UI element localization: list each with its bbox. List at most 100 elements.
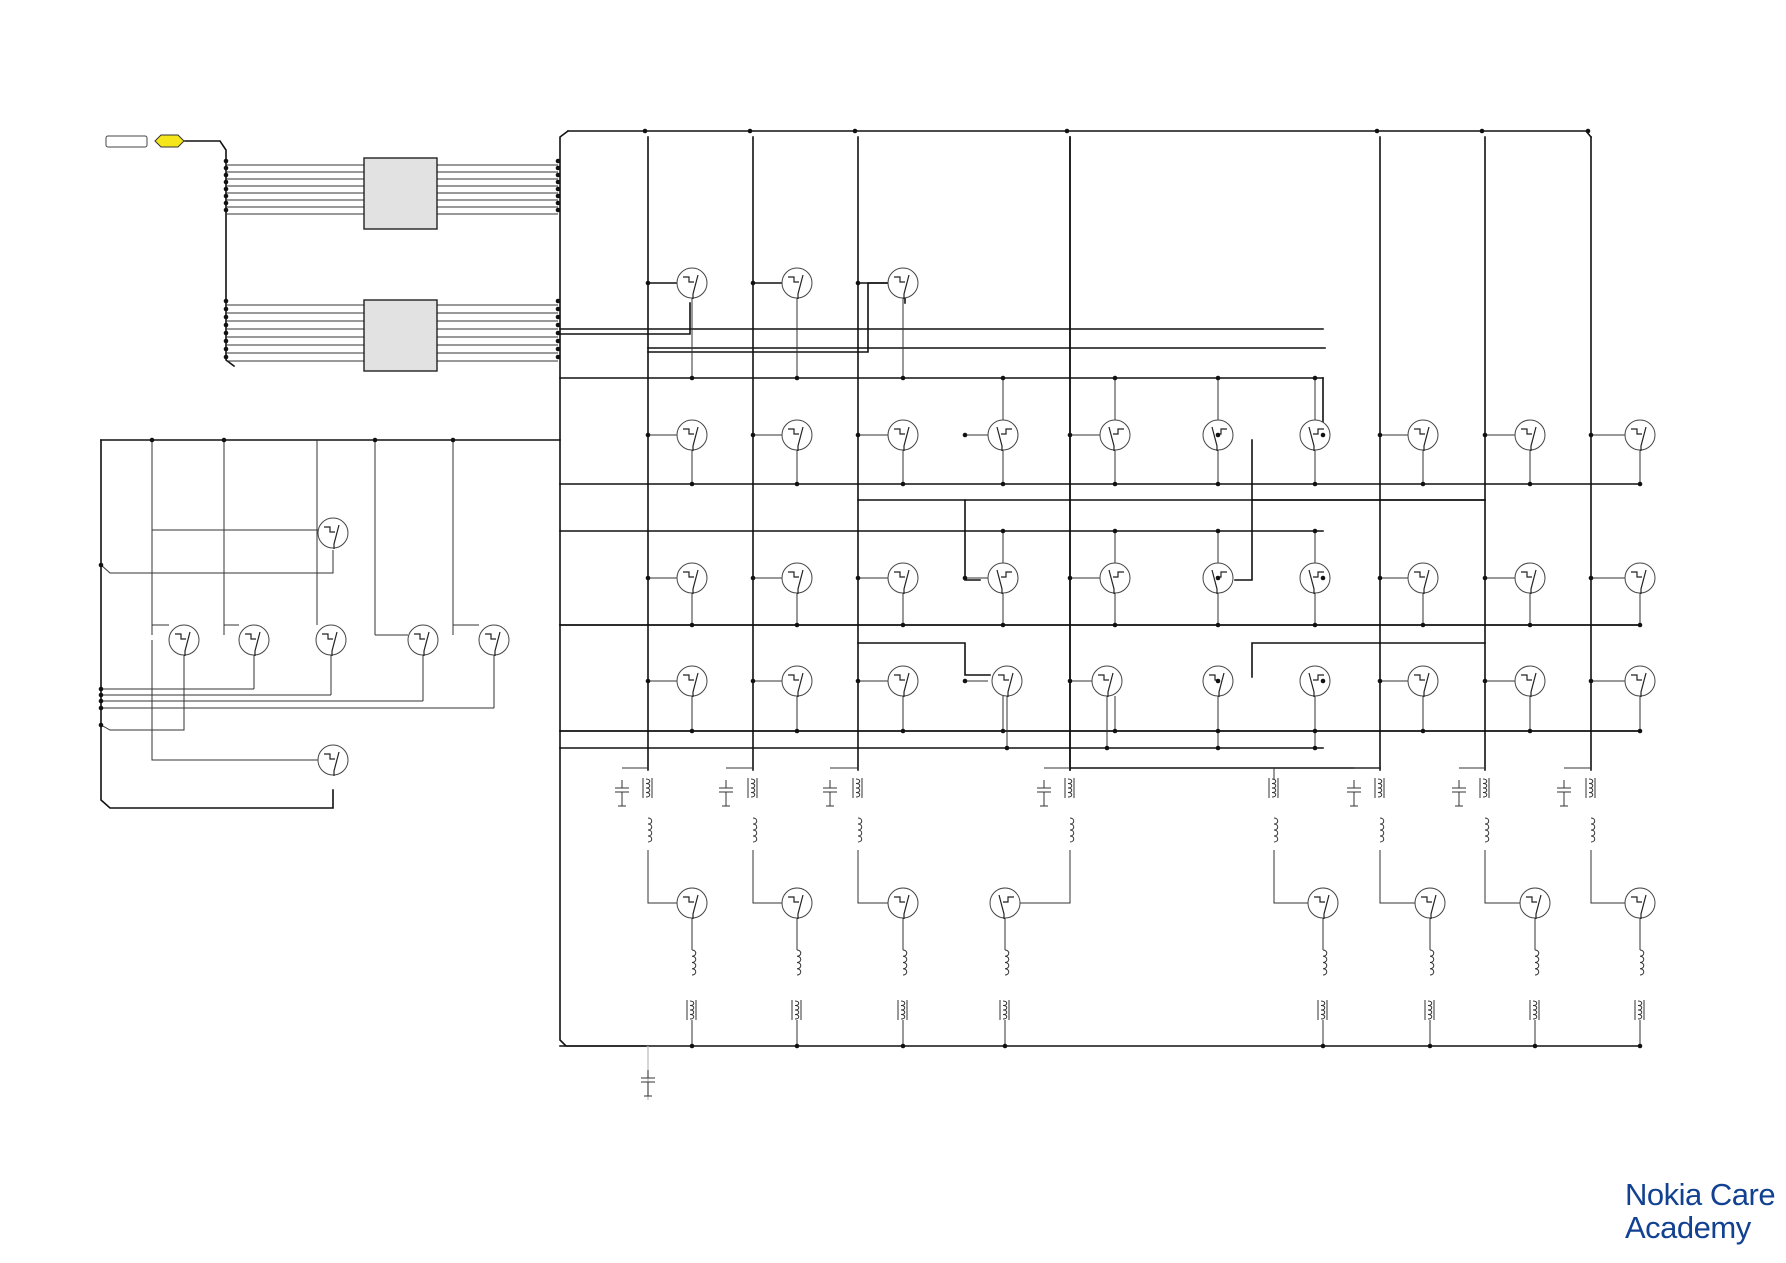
inductor (1482, 778, 1488, 798)
key-switch (781, 267, 813, 299)
junction-dot (1112, 622, 1118, 628)
junction-dot (223, 298, 229, 304)
junction-dot (1482, 678, 1488, 684)
emi-filter (747, 778, 758, 798)
wire (1484, 850, 1520, 904)
key-switch (887, 562, 919, 594)
key-switch (987, 562, 1019, 594)
emi-filter (1268, 778, 1279, 798)
junction-dot (1004, 745, 1010, 751)
junction-dot (1482, 575, 1488, 581)
junction-dot (1312, 745, 1318, 751)
junction-dot (962, 678, 968, 684)
inductor (1004, 949, 1010, 976)
key-switch (1514, 419, 1546, 451)
key-switch (478, 624, 510, 656)
capacitor (1037, 780, 1051, 807)
junction-dot (1312, 622, 1318, 628)
junction-dot (223, 172, 229, 178)
junction-dot (855, 678, 861, 684)
key-switch (1514, 665, 1546, 697)
junction-dot (149, 437, 155, 443)
key-switch (1091, 665, 1123, 697)
wire (100, 439, 334, 809)
junction-dot (223, 322, 229, 328)
junction-dot (794, 728, 800, 734)
junction-dot (1588, 678, 1594, 684)
emi-filter (1479, 778, 1490, 798)
junction-dot (689, 1043, 695, 1049)
key-switch (1307, 887, 1339, 919)
key-switch (887, 419, 919, 451)
ic-packages (363, 157, 438, 372)
wire (567, 130, 1593, 139)
key-switch (781, 562, 813, 594)
junction-dot (645, 575, 651, 581)
junction-dot (1377, 432, 1383, 438)
junction-dot (1637, 1043, 1643, 1049)
junction-dot (1215, 432, 1221, 438)
junction-dot (1377, 678, 1383, 684)
key-switch (676, 267, 708, 299)
junction-dot (555, 322, 561, 328)
emi-filter (1585, 778, 1596, 798)
junction-dot (1527, 622, 1533, 628)
logo-line-2: Academy (1625, 1210, 1751, 1245)
inductor (689, 1000, 695, 1020)
wire (100, 550, 334, 574)
key-switch (238, 624, 270, 656)
key-switch (989, 887, 1021, 919)
key-switch (1519, 887, 1551, 919)
junction-dot (223, 314, 229, 320)
junction-dot (1320, 432, 1326, 438)
junction-dot (223, 179, 229, 185)
key-switch (887, 267, 919, 299)
key-switch (315, 624, 347, 656)
key-switch (676, 665, 708, 697)
junction-dot (1637, 728, 1643, 734)
junction-dot (689, 481, 695, 487)
key-switch (676, 562, 708, 594)
junction-dot (450, 437, 456, 443)
junction-dot (855, 280, 861, 286)
inductor (1379, 817, 1385, 843)
junction-dot (794, 622, 800, 628)
capacitor (615, 780, 629, 807)
capacitor (1557, 780, 1571, 807)
junction-dot (372, 437, 378, 443)
junction-dot (645, 432, 651, 438)
passive-components (615, 778, 1645, 1097)
junction-dot (555, 207, 561, 213)
logo-line-1: Nokia Care (1625, 1177, 1776, 1212)
wire (1251, 642, 1486, 678)
junction-dot (223, 158, 229, 164)
key-switch (1299, 419, 1331, 451)
inductor (902, 949, 908, 976)
junction-dot (223, 186, 229, 192)
emi-filter (1317, 1000, 1328, 1020)
emi-filter (1064, 778, 1075, 798)
inductor (1590, 817, 1596, 843)
inductor (1067, 778, 1073, 798)
junction-dot (223, 354, 229, 360)
inductor (1639, 949, 1645, 976)
key-switch (781, 419, 813, 451)
junction-dot (750, 432, 756, 438)
junction-dot (1312, 528, 1318, 534)
wire (151, 640, 318, 761)
junction-dot (1320, 678, 1326, 684)
key-switch (1407, 419, 1439, 451)
wire (1590, 850, 1625, 904)
junction-dot (962, 575, 968, 581)
junction-dot (1112, 528, 1118, 534)
junction-dot (645, 280, 651, 286)
emi-filter (897, 1000, 908, 1020)
junction-dot (1112, 375, 1118, 381)
junction-dot (642, 128, 648, 134)
junction-dot (1312, 728, 1318, 734)
junction-dot (1320, 1043, 1326, 1049)
junction-dot (689, 375, 695, 381)
junction-dot (555, 165, 561, 171)
inductor (1534, 949, 1540, 976)
